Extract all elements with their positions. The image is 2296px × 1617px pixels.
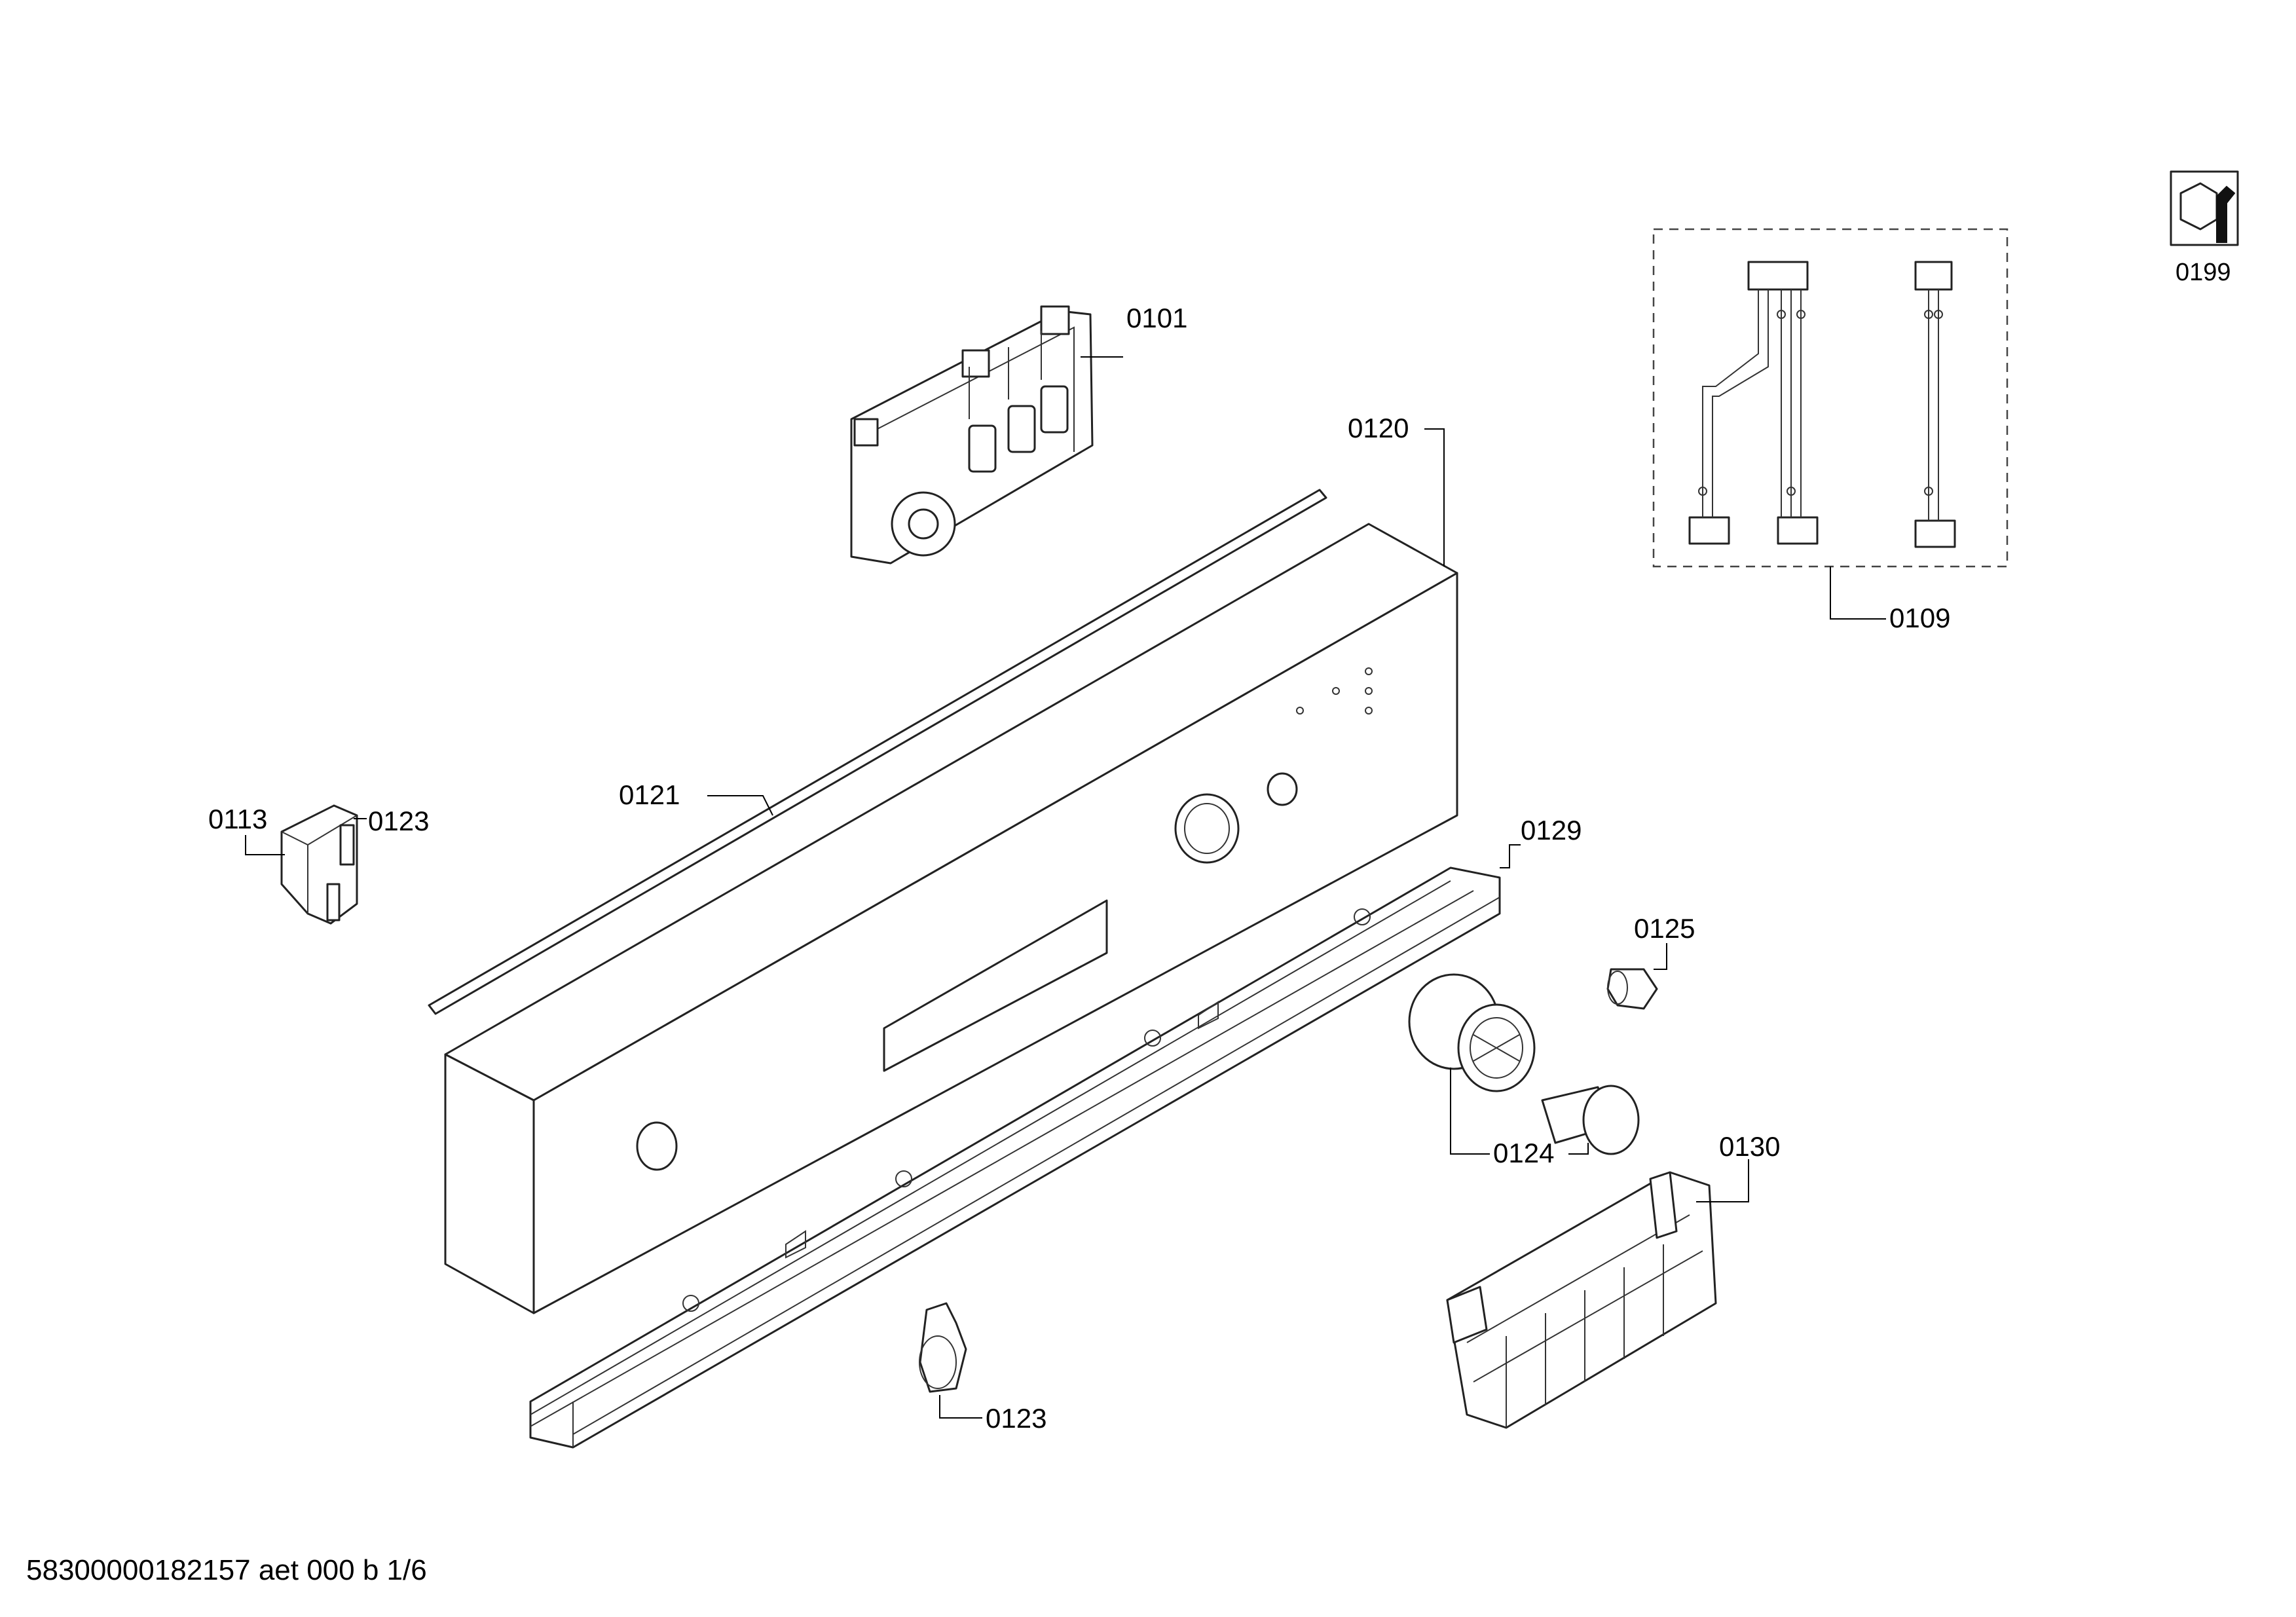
part-0124-knob: [1408, 973, 1640, 1155]
document-reference: 58300000182157 aet 000 b 1/6: [26, 1554, 427, 1586]
label-0101: 0101: [1126, 303, 1187, 333]
part-0130-frame-bracket: [1446, 1171, 1717, 1429]
leader-0124-b: [1568, 1143, 1589, 1155]
part-0120-front-panel: [444, 523, 1458, 1314]
label-0113: 0113: [208, 804, 267, 834]
leader-0123b: [939, 1395, 982, 1419]
service-kit-icon: [2170, 170, 2239, 246]
label-0123-top: 0123: [368, 806, 429, 836]
label-0121: 0121: [619, 779, 680, 810]
leader-0109: [1830, 567, 1886, 620]
leader-0120: [1424, 428, 1445, 567]
part-0113-bracket: [280, 804, 358, 925]
leader-0124-a: [1450, 1068, 1490, 1155]
part-0129-trim-rail: [529, 866, 1501, 1449]
label-0124: 0124: [1493, 1138, 1554, 1168]
label-0123-bottom: 0123: [986, 1403, 1046, 1434]
part-0109-wiring-harness: [1652, 228, 2009, 568]
leader-0121: [707, 795, 773, 816]
part-0125-cap: [1606, 968, 1658, 1010]
leader-0125: [1654, 943, 1667, 970]
leader-0113: [245, 835, 285, 855]
part-0123-clip: [919, 1302, 967, 1393]
label-0199: 0199: [2176, 259, 2231, 286]
part-0101-control-module: [850, 305, 1094, 565]
label-0109: 0109: [1889, 603, 1950, 633]
label-0130: 0130: [1719, 1131, 1780, 1162]
label-0125: 0125: [1634, 913, 1695, 944]
label-0120: 0120: [1348, 413, 1409, 443]
part-0121-seal-strip: [428, 489, 1327, 1015]
leader-0129: [1500, 844, 1521, 868]
label-0129: 0129: [1521, 815, 1582, 846]
leader-0130: [1696, 1159, 1749, 1202]
